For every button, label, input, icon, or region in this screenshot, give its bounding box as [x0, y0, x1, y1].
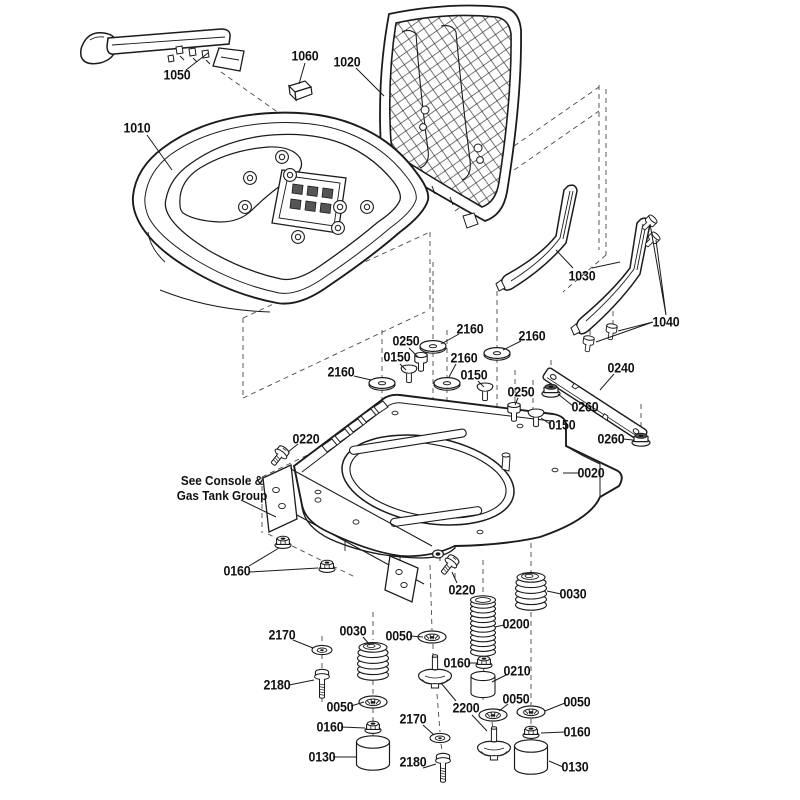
washer-2170 — [429, 732, 451, 744]
part-label-2170: 2170 — [268, 627, 296, 643]
bolt-2180 — [314, 668, 330, 699]
part-label-1050: 1050 — [163, 67, 191, 83]
part-label-0160: 0160 — [563, 724, 591, 740]
washer-0050 — [516, 705, 546, 719]
part-label-2160: 2160 — [518, 328, 546, 344]
washer-2170 — [311, 644, 333, 656]
part-label-0050: 0050 — [385, 628, 413, 644]
part-label-0240: 0240 — [607, 360, 635, 376]
part-label-0250: 0250 — [507, 384, 535, 400]
reference-note-line1: See Console & — [180, 474, 264, 488]
part-label-0260: 0260 — [571, 399, 599, 415]
part-label-1040: 1040 — [652, 314, 680, 330]
part-label-0130: 0130 — [561, 759, 589, 775]
spring-0030 — [356, 642, 390, 681]
part-label-0130: 0130 — [308, 749, 336, 765]
part-label-0160: 0160 — [443, 655, 471, 671]
nut-0160 — [522, 725, 540, 739]
bushing-0210 — [470, 670, 496, 699]
part-label-2200: 2200 — [452, 700, 480, 716]
washer-2160 — [483, 347, 511, 361]
part-label-0200: 0200 — [502, 616, 530, 632]
nut-0160 — [274, 535, 292, 549]
nut-0160 — [475, 655, 493, 669]
part-label-1010: 1010 — [123, 120, 151, 136]
nut-0160 — [318, 559, 336, 573]
part-label-0030: 0030 — [339, 623, 367, 639]
part-label-2180: 2180 — [263, 677, 291, 693]
part-label-0150: 0150 — [548, 417, 576, 433]
part-label-0220: 0220 — [448, 582, 476, 598]
part-label-0050: 0050 — [502, 691, 530, 707]
part-label-0150: 0150 — [383, 349, 411, 365]
part-label-0160: 0160 — [316, 719, 344, 735]
part-label-0220: 0220 — [292, 431, 320, 447]
latch-knob-2200 — [476, 726, 512, 761]
part-label-0150: 0150 — [460, 367, 488, 383]
bushing-0130 — [513, 739, 549, 775]
screw-0150 — [476, 382, 494, 402]
part-label-0160: 0160 — [223, 563, 251, 579]
part-label-0050: 0050 — [563, 694, 591, 710]
part-label-0050: 0050 — [326, 699, 354, 715]
spring-0200 — [469, 595, 497, 657]
part-label-0250: 0250 — [392, 333, 420, 349]
part-label-2160: 2160 — [327, 364, 355, 380]
part-label-1060: 1060 — [291, 48, 319, 64]
part-label-0210: 0210 — [503, 663, 531, 679]
part-label-2170: 2170 — [399, 711, 427, 727]
part-label-0260: 0260 — [597, 431, 625, 447]
part-label-0020: 0020 — [577, 465, 605, 481]
bolt-2180 — [435, 752, 451, 783]
bushing-0130 — [355, 735, 391, 771]
left-support-rail-part — [495, 184, 578, 292]
part-label-1030: 1030 — [568, 268, 596, 284]
reference-note-line2: Gas Tank Group — [176, 489, 268, 503]
washer-2160 — [368, 377, 396, 391]
part-label-1020: 1020 — [333, 54, 361, 70]
seat-cushion-part — [131, 111, 430, 313]
armrest-part — [80, 28, 245, 72]
nut-0260 — [541, 383, 561, 398]
nut-0160 — [364, 720, 382, 734]
part-label-2160: 2160 — [450, 350, 478, 366]
spacer-block-part — [287, 80, 313, 102]
leader-lines — [146, 52, 667, 769]
washer-2160 — [419, 340, 447, 354]
part-label-2160: 2160 — [456, 321, 484, 337]
washer-0050 — [478, 708, 508, 722]
part-label-2180: 2180 — [399, 754, 427, 770]
washer-2160 — [433, 377, 461, 391]
spring-0030 — [514, 572, 548, 611]
nut-0260 — [631, 432, 651, 447]
part-label-0030: 0030 — [559, 586, 587, 602]
